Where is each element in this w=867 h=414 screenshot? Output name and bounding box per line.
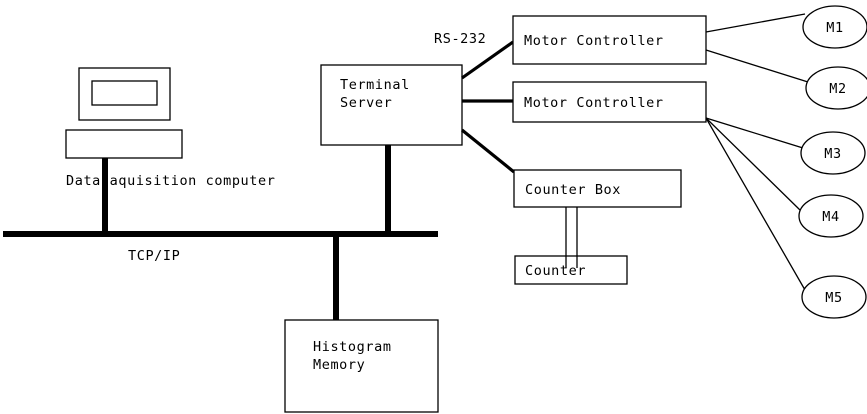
rs232-link-terminal-server-to-motor-controller-1 bbox=[461, 40, 514, 80]
counter-box-label: Counter Box bbox=[525, 182, 621, 198]
workstation-monitor-screen bbox=[91, 80, 158, 106]
terminal-server-label-line2: Server bbox=[340, 95, 392, 111]
motor-m4-label: M4 bbox=[822, 209, 839, 225]
link-motor-controller-2-to-m5 bbox=[705, 117, 806, 291]
rs232-link-terminal-server-to-counter-box bbox=[460, 128, 516, 174]
motor-m1-ellipse bbox=[802, 5, 867, 49]
motor-controller-2-box bbox=[512, 81, 707, 123]
motor-m2-label: M2 bbox=[829, 81, 846, 97]
link-motor-controller-1-to-m2 bbox=[705, 49, 809, 83]
motor-controller-1-label: Motor Controller bbox=[524, 33, 664, 49]
terminal-server-box bbox=[320, 64, 463, 146]
tcpip-bus-label: TCP/IP bbox=[128, 248, 180, 264]
workstation-label: Data aquisition computer bbox=[66, 173, 275, 189]
workstation-base-unit bbox=[65, 129, 183, 159]
motor-m2-ellipse bbox=[805, 66, 867, 110]
motor-m5-ellipse bbox=[801, 275, 867, 319]
counter-label: Counter bbox=[525, 263, 586, 279]
link-motor-controller-2-to-m4 bbox=[705, 117, 802, 212]
counter-box-box bbox=[513, 169, 682, 208]
motor-controller-2-label: Motor Controller bbox=[524, 95, 664, 111]
motor-controller-1-box bbox=[512, 15, 707, 65]
terminal-server-label-line1: Terminal bbox=[340, 77, 410, 93]
histogram-memory-box bbox=[284, 319, 439, 413]
motor-m3-ellipse bbox=[800, 131, 866, 175]
motor-m4-ellipse bbox=[798, 194, 864, 238]
motor-m3-label: M3 bbox=[824, 146, 841, 162]
histogram-memory-label-line2: Memory bbox=[313, 357, 365, 373]
link-motor-controller-2-to-m3 bbox=[705, 117, 804, 149]
motor-m1-label: M1 bbox=[826, 20, 843, 36]
rs232-label: RS-232 bbox=[434, 31, 486, 47]
histogram-memory-label-line1: Histogram bbox=[313, 339, 392, 355]
counter-box bbox=[514, 255, 628, 285]
motor-m5-label: M5 bbox=[825, 290, 842, 306]
link-motor-controller-1-to-m1 bbox=[705, 13, 806, 33]
